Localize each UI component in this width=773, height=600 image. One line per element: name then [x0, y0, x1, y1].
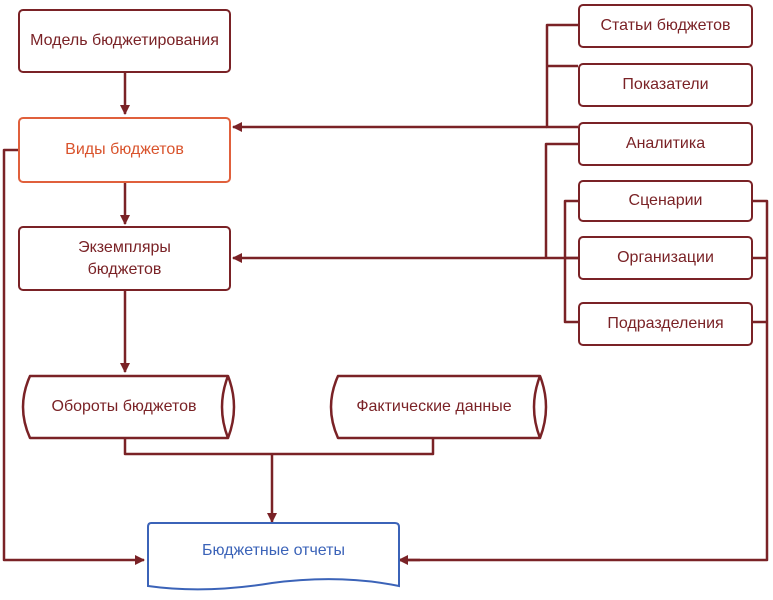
- node-budget-turnover: Обороты бюджетов: [51, 398, 197, 415]
- node-budget-types: Виды бюджетов: [18, 117, 231, 183]
- node-budget-items: Статьи бюджетов: [578, 4, 753, 48]
- connector-items-indicators: [545, 23, 578, 129]
- cylinder-actual: [329, 374, 548, 440]
- connector-analytics: [544, 142, 578, 258]
- arrow-types-to-reports: [2, 148, 145, 565]
- node-scenarios: Сценарии: [578, 180, 753, 222]
- node-indicators: Показатели: [578, 63, 753, 107]
- connector-right: [400, 199, 769, 562]
- node-organizations: Организации: [578, 236, 753, 280]
- node-budget-instances: Экземпляры бюджетов: [18, 226, 231, 291]
- node-model: Модель бюджетирования: [18, 9, 231, 73]
- cylinder-turnover: [21, 374, 236, 440]
- node-departments: Подразделения: [578, 302, 753, 346]
- node-budget-reports: Бюджетные отчеты: [202, 542, 345, 559]
- node-actual-data: Фактические данные: [356, 398, 512, 415]
- node-analytics: Аналитика: [578, 122, 753, 166]
- connector-scenarios-orgs-depts: [563, 199, 578, 324]
- document-reports: [147, 522, 400, 591]
- connector-data-to-reports: [123, 438, 435, 456]
